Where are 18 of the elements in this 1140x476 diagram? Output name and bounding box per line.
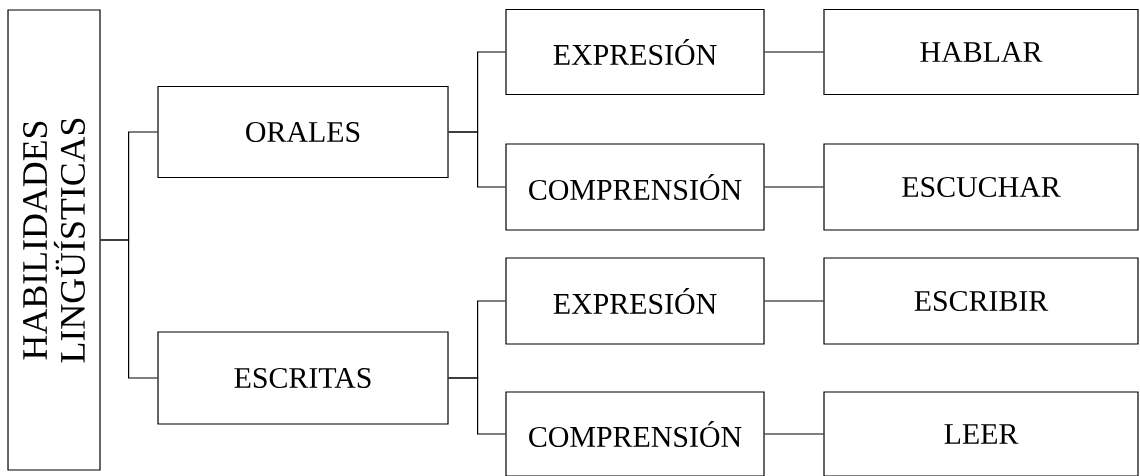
- process-box: COMPRENSIÓN: [505, 391, 765, 476]
- connector-line: [448, 131, 506, 188]
- skill-box: ESCRIBIR: [823, 257, 1139, 345]
- skill-box: LEER: [823, 391, 1139, 476]
- category-box: ESCRITAS: [157, 331, 449, 425]
- category-box: ORALES: [157, 85, 449, 179]
- title-box: HABILIDADES LINGÜÍSTICAS: [7, 9, 101, 471]
- connector-line: [448, 377, 506, 435]
- process-box: EXPRESIÓN: [505, 257, 765, 345]
- connector-line: [100, 239, 158, 379]
- process-box: EXPRESIÓN: [505, 8, 765, 96]
- process-box: COMPRENSIÓN: [505, 143, 765, 231]
- connector-line: [764, 300, 824, 302]
- skill-box: ESCUCHAR: [823, 143, 1139, 231]
- connector-line: [764, 186, 824, 188]
- skill-box: HABLAR: [823, 8, 1139, 96]
- connector-line: [764, 433, 824, 435]
- connector-line: [764, 51, 824, 53]
